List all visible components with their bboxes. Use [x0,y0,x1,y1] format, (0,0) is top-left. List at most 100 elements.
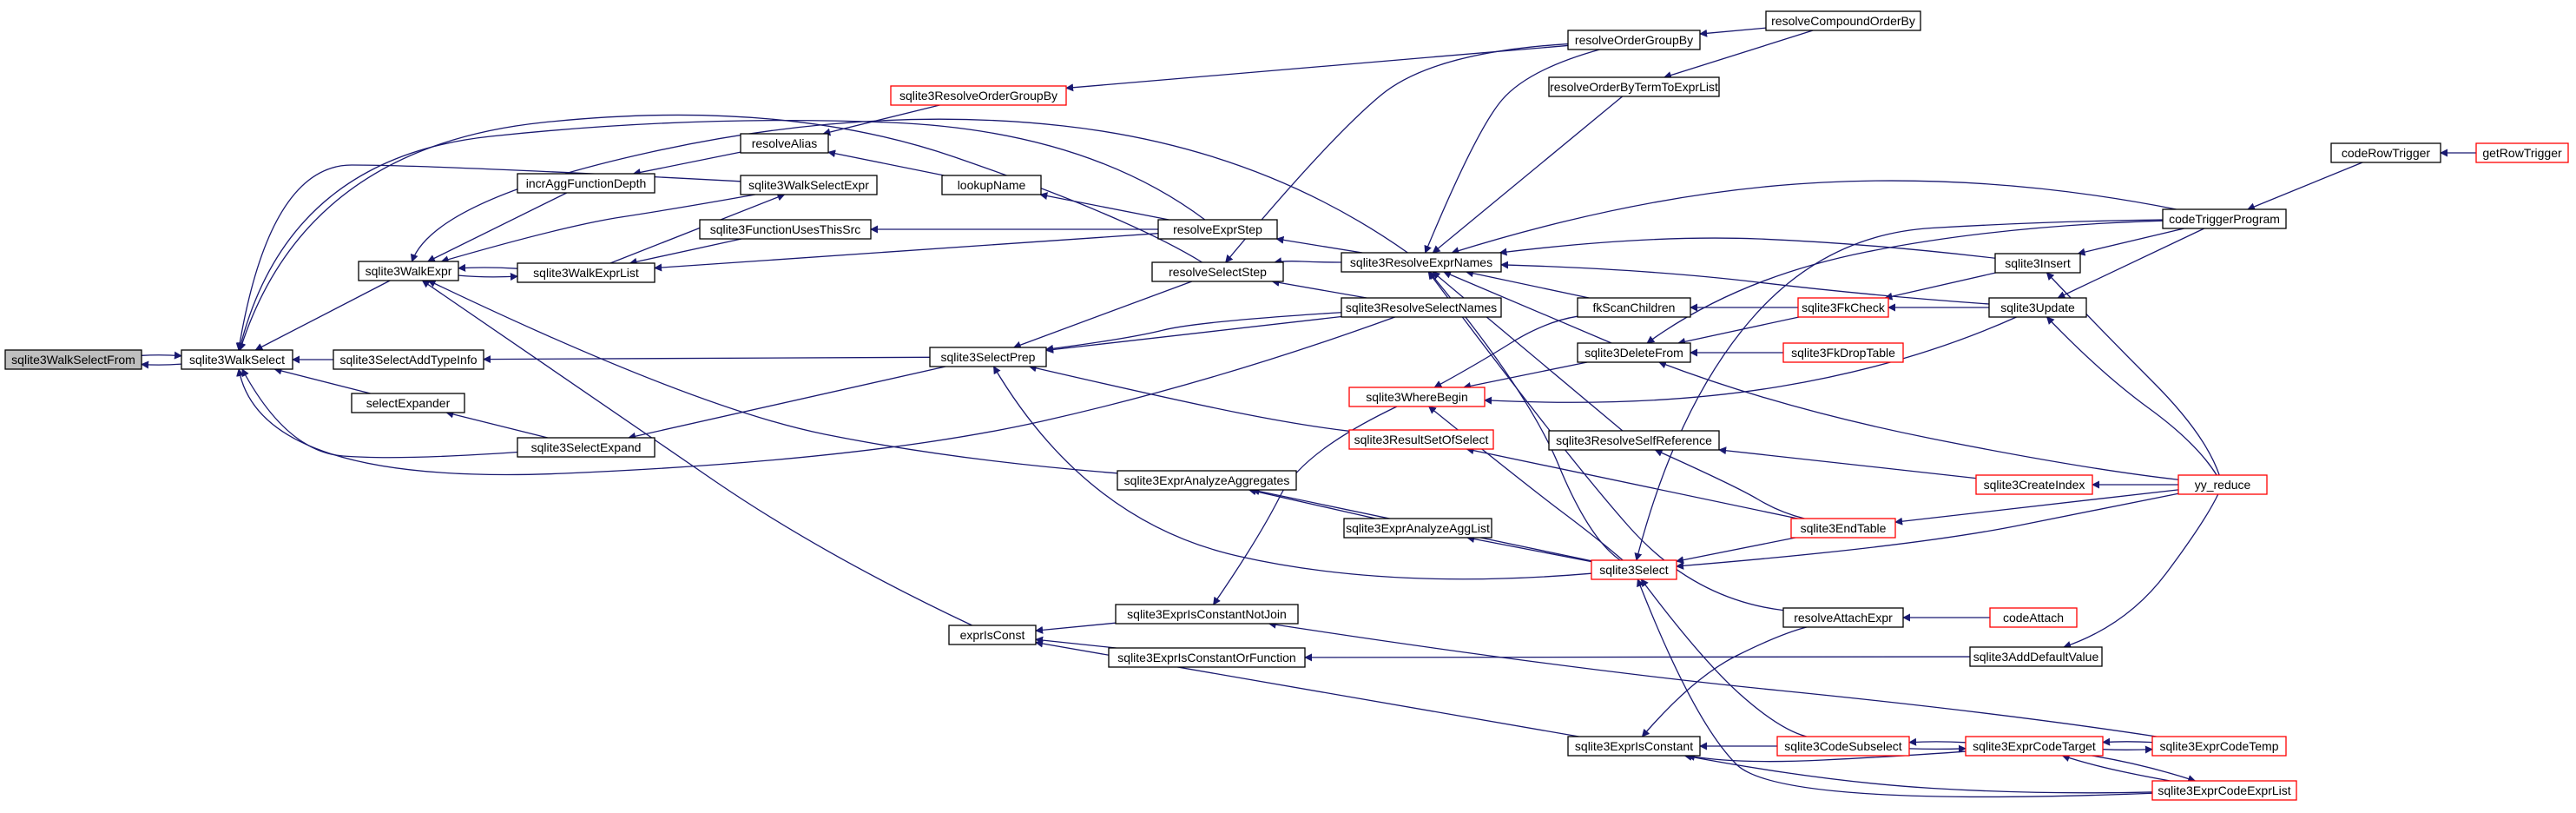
node-sqlite3-insert[interactable]: sqlite3Insert [1994,253,2081,274]
node-sqlite3-select-prep[interactable]: sqlite3SelectPrep [929,347,1047,367]
node-label: sqlite3ResolveOrderGroupBy [899,89,1057,102]
node-label: incrAggFunctionDepth [526,176,647,190]
node-code-trigger-program[interactable]: codeTriggerProgram [2162,208,2287,229]
node-layer: sqlite3WalkSelectFrom sqlite3WalkSelect sq… [4,10,2569,801]
node-select-expander[interactable]: selectExpander [351,393,465,413]
node-box [1151,261,1284,282]
edge-sqlite3-expr-is-constant-to-resolve-attach-expr [1641,626,1807,737]
node-label: sqlite3ExprIsConstantOrFunction [1117,651,1295,664]
node-box [1591,559,1677,580]
node-box [1994,253,2081,274]
node-label: sqlite3WalkSelect [189,353,285,367]
node-sqlite3-expr-code-temp[interactable]: sqlite3ExprCodeTemp [2151,736,2287,757]
edge-sqlite3-expr-code-target-to-sqlite3-expr-code-temp [2102,737,2153,746]
node-box [890,85,1067,106]
node-sqlite3-walk-select-from[interactable]: sqlite3WalkSelectFrom [4,349,142,370]
node-sqlite3-fk-drop-table[interactable]: sqlite3FkDropTable [1782,342,1904,363]
node-expr-is-const[interactable]: exprIsConst [948,625,1037,645]
node-box [181,349,293,370]
edge-sqlite3-select-add-type-info-to-sqlite3-select-prep [483,355,931,364]
edge-sqlite3-select-to-sqlite3-end-table [1676,537,1795,565]
node-sqlite3-resolve-order-group-by[interactable]: sqlite3ResolveOrderGroupBy [890,85,1067,106]
edge-sqlite3-walk-select-expr-to-sqlite3-walk-expr-list [609,193,786,264]
node-code-attach[interactable]: codeAttach [1989,607,2078,628]
node-sqlite3-expr-is-constant-or-function[interactable]: sqlite3ExprIsConstantOrFunction [1108,647,1306,668]
node-sqlite3-delete-from[interactable]: sqlite3DeleteFrom [1577,342,1691,363]
node-box [1157,219,1278,240]
node-label: sqlite3Select [1599,563,1668,577]
node-label: sqlite3SelectExpand [531,440,642,454]
node-resolve-attach-expr[interactable]: resolveAttachExpr [1782,607,1904,628]
node-box [740,175,878,195]
node-resolve-alias[interactable]: resolveAlias [740,133,829,154]
edge-sqlite3-select-to-yy-reduce [1676,492,2179,570]
node-sqlite3-expr-code-target[interactable]: sqlite3ExprCodeTarget [1965,736,2104,757]
node-sqlite3-resolve-select-names[interactable]: sqlite3ResolveSelectNames [1341,297,1502,318]
node-sqlite3-select-expand[interactable]: sqlite3SelectExpand [517,437,656,458]
node-box [941,175,1042,195]
edge-sqlite3-resolve-expr-names-to-sqlite3-select [1428,271,1621,561]
node-yy-reduce[interactable]: yy_reduce [2177,474,2268,495]
edge-sqlite3-expr-code-target-to-sqlite3-expr-code-expr-list [2061,754,2171,782]
node-label: sqlite3ResolveExprNames [1350,255,1492,269]
node-code-row-trigger[interactable]: codeRowTrigger [2330,142,2441,163]
edge-sqlite3-expr-code-target-to-sqlite3-expr-code-expr-list [2092,755,2197,783]
node-label: sqlite3WalkExpr [366,264,452,278]
edge-sqlite3-resolve-expr-names-to-resolve-order-by-term-to-expr-list [1432,96,1624,254]
edge-sqlite3-walk-select-to-resolve-expr-step [237,119,1206,351]
node-sqlite3-walk-expr-list[interactable]: sqlite3WalkExprList [517,262,656,283]
node-resolve-order-by-term-to-expr-list[interactable]: resolveOrderByTermToExprList [1548,76,1720,97]
node-sqlite3-update[interactable]: sqlite3Update [1988,297,2087,318]
edge-resolve-expr-step-to-sqlite3-resolve-expr-names [1275,235,1363,254]
edge-sqlite3-add-default-value-to-yy-reduce [2063,493,2219,649]
node-sqlite3-select-add-type-info[interactable]: sqlite3SelectAddTypeInfo [333,349,484,370]
node-sqlite3-code-subselect[interactable]: sqlite3CodeSubselect [1776,736,1910,757]
edge-sqlite3-walk-expr-to-sqlite3-resolve-expr-names [410,118,1408,262]
edge-sqlite3-walk-select-from-to-sqlite3-walk-select [141,360,182,369]
node-incr-agg-function-depth[interactable]: incrAggFunctionDepth [517,173,656,194]
node-sqlite3-resolve-expr-names[interactable]: sqlite3ResolveExprNames [1341,252,1502,273]
node-sqlite3-expr-is-constant[interactable]: sqlite3ExprIsConstant [1567,736,1701,757]
node-sqlite3-fk-check[interactable]: sqlite3FkCheck [1797,297,1889,318]
node-label: resolveAlias [752,136,817,150]
edge-sqlite3-resolve-order-group-by-to-resolve-order-group-by [1065,44,1569,92]
node-resolve-select-step[interactable]: resolveSelectStep [1151,261,1284,282]
node-sqlite3-add-default-value[interactable]: sqlite3AddDefaultValue [1969,646,2103,667]
node-box [1965,736,2104,757]
node-sqlite3-function-uses-this-src[interactable]: sqlite3FunctionUsesThisSrc [699,219,872,240]
node-box [1577,297,1691,318]
node-sqlite3-select[interactable]: sqlite3Select [1591,559,1677,580]
node-sqlite3-expr-analyze-agg-list[interactable]: sqlite3ExprAnalyzeAggList [1343,518,1492,539]
node-resolve-compound-order-by[interactable]: resolveCompoundOrderBy [1765,10,1921,31]
edge-sqlite3-fk-check-to-sqlite3-insert [1884,272,1996,301]
node-box [2162,208,2287,229]
node-sqlite3-resolve-self-reference[interactable]: sqlite3ResolveSelfReference [1548,430,1720,451]
node-resolve-order-group-by[interactable]: resolveOrderGroupBy [1567,30,1701,50]
node-label: sqlite3ResolveSelectNames [1346,301,1497,314]
node-label: resolveAttachExpr [1794,611,1893,625]
node-sqlite3-walk-select[interactable]: sqlite3WalkSelect [181,349,293,370]
node-sqlite3-walk-expr[interactable]: sqlite3WalkExpr [358,261,459,281]
node-sqlite3-create-index[interactable]: sqlite3CreateIndex [1975,474,2093,495]
node-label: sqlite3WalkExprList [533,266,639,280]
node-sqlite3-expr-analyze-aggregates[interactable]: sqlite3ExprAnalyzeAggregates [1117,470,1297,491]
node-label: sqlite3ResultSetOfSelect [1354,433,1489,446]
node-box [517,437,656,458]
node-sqlite3-result-set-of-select[interactable]: sqlite3ResultSetOfSelect [1348,429,1494,450]
node-label: selectExpander [366,396,451,410]
node-sqlite3-walk-select-expr[interactable]: sqlite3WalkSelectExpr [740,175,878,195]
node-get-row-trigger[interactable]: getRowTrigger [2475,142,2569,163]
node-label: codeAttach [2003,611,2064,625]
node-lookup-name[interactable]: lookupName [941,175,1042,195]
node-box [1115,604,1299,625]
node-sqlite3-where-begin[interactable]: sqlite3WhereBegin [1348,387,1486,407]
node-fk-scan-children[interactable]: fkScanChildren [1577,297,1691,318]
node-sqlite3-expr-is-constant-not-join[interactable]: sqlite3ExprIsConstantNotJoin [1115,604,1299,625]
node-box [351,393,465,413]
node-sqlite3-expr-code-expr-list[interactable]: sqlite3ExprCodeExprList [2151,780,2297,801]
edge-sqlite3-walk-select-from-to-sqlite3-walk-select [141,351,182,360]
edge-sqlite3-resolve-self-reference-to-sqlite3-end-table [1654,449,1805,519]
node-label: resolveOrderByTermToExprList [1550,80,1718,94]
node-sqlite3-end-table[interactable]: sqlite3EndTable [1790,518,1896,539]
node-resolve-expr-step[interactable]: resolveExprStep [1157,219,1278,240]
